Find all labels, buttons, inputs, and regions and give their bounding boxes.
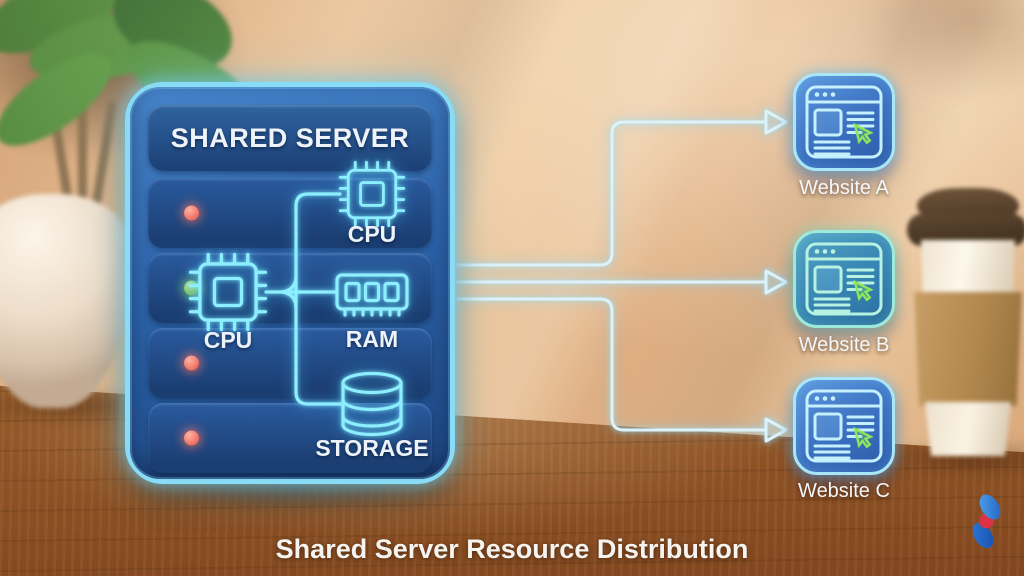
browser-window-icon — [805, 389, 883, 463]
status-led — [184, 355, 199, 371]
website-a-tile — [793, 73, 895, 171]
browser-window-icon — [805, 242, 883, 316]
cursor-icon — [853, 122, 874, 145]
status-led — [184, 430, 199, 446]
coffee-cup-base — [924, 402, 1012, 456]
plant-stem — [78, 96, 87, 226]
website-c-label: Website C — [798, 480, 890, 502]
website-b-tile — [793, 230, 895, 328]
scene-caption: Shared Server Resource Distribution — [275, 534, 749, 564]
status-led — [184, 280, 199, 296]
brand-logo-icon — [972, 494, 1001, 549]
potted-plant — [0, 0, 290, 430]
shared-server: SHARED SERVER — [125, 82, 455, 484]
cursor-icon — [853, 426, 874, 449]
coffee-cup — [905, 188, 1024, 468]
coffee-cup-sleeve — [914, 292, 1022, 406]
cursor-icon — [853, 279, 874, 302]
website-c-tile — [793, 377, 895, 475]
coffee-cup-body — [920, 240, 1016, 296]
storage-label: STORAGE — [315, 435, 429, 461]
server-title: SHARED SERVER — [148, 105, 432, 171]
cpu-label: CPU — [347, 221, 397, 247]
server-rack-slot — [148, 253, 432, 323]
browser-window-icon — [805, 85, 883, 159]
website-a-label: Website A — [799, 177, 889, 199]
status-led — [184, 205, 199, 221]
plant-pot — [0, 194, 130, 408]
website-b-label: Website B — [798, 334, 890, 356]
ram-label: RAM — [345, 326, 399, 352]
cpu-label: CPU — [203, 327, 253, 353]
